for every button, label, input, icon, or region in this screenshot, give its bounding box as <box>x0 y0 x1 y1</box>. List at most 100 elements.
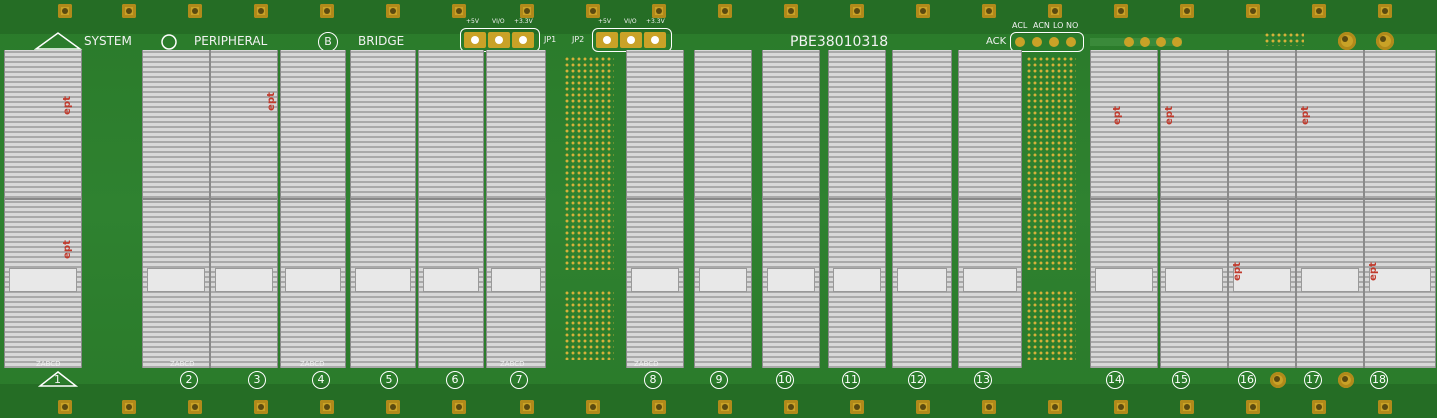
mounting-screw <box>520 400 534 414</box>
mounting-screw <box>652 4 666 18</box>
mounting-screw <box>254 4 268 18</box>
ack-label: ACK <box>986 36 1007 47</box>
slot-connector-16 <box>1228 50 1296 368</box>
mounting-screw <box>784 4 798 18</box>
jp1-pin-label: +5V <box>466 18 479 25</box>
brand-mark: ept <box>61 96 73 115</box>
mounting-screw <box>982 4 996 18</box>
status-header <box>1010 32 1084 52</box>
mounting-screw <box>1378 400 1392 414</box>
jp2-pin-label: VI/O <box>624 18 637 25</box>
mounting-screw <box>1312 400 1326 414</box>
connector-clip <box>147 268 205 292</box>
jumper-pin <box>512 32 534 48</box>
connector-clip <box>1301 268 1359 292</box>
slot-connector-6 <box>418 50 484 368</box>
connector-divider <box>1365 198 1435 200</box>
mounting-screw <box>386 4 400 18</box>
slot-number-16: 16 <box>1238 371 1256 389</box>
row-letters: ZABCD <box>170 360 195 368</box>
slot-connector-4 <box>280 50 346 368</box>
connector-divider <box>627 198 683 200</box>
ground-pad <box>1376 32 1394 50</box>
mounting-screw <box>58 4 72 18</box>
connector-clip <box>1369 268 1431 292</box>
brand-mark: ept <box>1299 106 1311 125</box>
header-pin <box>1032 37 1042 47</box>
connector-divider <box>419 198 483 200</box>
prototype-area <box>1026 290 1076 360</box>
slot-connector-15 <box>1160 50 1228 368</box>
status-header-label: NO <box>1066 21 1079 30</box>
slot-number-5: 5 <box>380 371 398 389</box>
mounting-screw <box>1180 400 1194 414</box>
row-letters: ZABCD <box>300 360 325 368</box>
mounting-screw <box>586 400 600 414</box>
jumper-jp2 <box>592 28 672 52</box>
slot-connector-8 <box>626 50 684 368</box>
ground-pad <box>1338 372 1354 388</box>
header-pin <box>1156 37 1166 47</box>
mounting-screw <box>188 400 202 414</box>
brand-mark: ept <box>1231 262 1243 281</box>
jp1-pin-label: VI/O <box>492 18 505 25</box>
jumper-pin <box>644 32 666 48</box>
connector-divider <box>281 198 345 200</box>
mounting-screw <box>1378 4 1392 18</box>
brand-mark: ept <box>1163 106 1175 125</box>
ground-pad <box>1338 32 1356 50</box>
header-pin <box>1124 37 1134 47</box>
connector-clip <box>631 268 679 292</box>
header-pin <box>1140 37 1150 47</box>
jp1-label: JP1 <box>544 35 557 44</box>
mounting-screw <box>122 4 136 18</box>
connector-divider <box>763 198 819 200</box>
slot-number-18: 18 <box>1370 371 1388 389</box>
connector-divider <box>351 198 415 200</box>
jp2-label: JP2 <box>572 35 585 44</box>
slot-connector-10 <box>762 50 820 368</box>
mounting-screw <box>1114 4 1128 18</box>
connector-divider <box>959 198 1021 200</box>
slot-1-triangle-icon <box>38 371 78 387</box>
prototype-area <box>1026 56 1076 270</box>
connector-divider <box>695 198 751 200</box>
connector-clip <box>833 268 881 292</box>
row-letters: ZABCD <box>634 360 659 368</box>
connector-divider <box>893 198 951 200</box>
mounting-screw <box>386 400 400 414</box>
mounting-screw <box>1048 400 1062 414</box>
connector-clip <box>355 268 411 292</box>
slot-connector-12 <box>892 50 952 368</box>
legend-peripheral-label: PERIPHERAL <box>194 34 268 48</box>
mounting-screw <box>452 400 466 414</box>
jumper-pin <box>620 32 642 48</box>
jumper-pin <box>488 32 510 48</box>
connector-clip <box>897 268 947 292</box>
mounting-screw <box>850 4 864 18</box>
connector-divider <box>829 198 885 200</box>
status-header-label: ACL <box>1012 21 1028 30</box>
connector-clip <box>1165 268 1223 292</box>
mounting-screw <box>916 400 930 414</box>
slot-number-13: 13 <box>974 371 992 389</box>
header-pin <box>1172 37 1182 47</box>
header-pin <box>1015 37 1025 47</box>
slot-connector-13 <box>958 50 1022 368</box>
slot-number-9: 9 <box>710 371 728 389</box>
row-letters: ZABCD <box>36 360 61 368</box>
part-number: PBE38010318 <box>790 34 889 50</box>
slot-number-17: 17 <box>1304 371 1322 389</box>
connector-divider <box>5 198 81 200</box>
slot-number-11: 11 <box>842 371 860 389</box>
brand-mark: ept <box>1111 106 1123 125</box>
mounting-screw <box>1246 4 1260 18</box>
slot-connector-5 <box>350 50 416 368</box>
connector-divider <box>1297 198 1363 200</box>
slot-number-2: 2 <box>180 371 198 389</box>
connector-clip <box>215 268 273 292</box>
mounting-screw <box>1114 400 1128 414</box>
connector-clip <box>1095 268 1153 292</box>
status-header-label: LO <box>1053 21 1064 30</box>
